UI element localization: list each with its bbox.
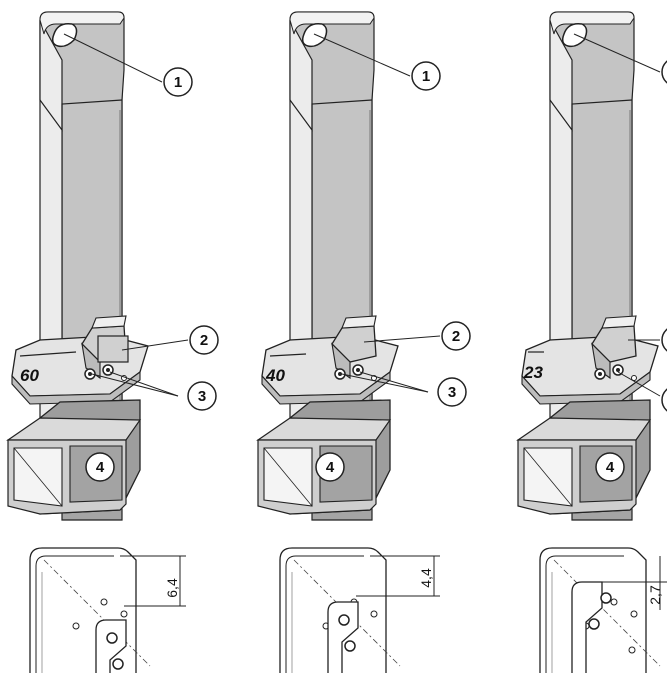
detail-dimension-2-7: 2,7: [647, 585, 663, 605]
width-dimension-line: [19, 351, 77, 357]
callout-socket: 4: [315, 452, 345, 482]
svg-text:1: 1: [174, 74, 182, 91]
svg-text:4: 4: [96, 459, 105, 476]
svg-text:2: 2: [200, 332, 208, 349]
svg-text:4: 4: [606, 459, 615, 476]
variant-60-detail: 6,4: [29, 547, 186, 673]
callout-handle: 1: [163, 67, 193, 97]
width-label-23: 23: [523, 363, 543, 382]
svg-text:2: 2: [452, 328, 460, 345]
callout-plate: [661, 328, 667, 352]
svg-text:4: 4: [326, 459, 335, 476]
variant-40-assembly: 40 1 2 3 4: [257, 11, 471, 521]
width-label-40: 40: [265, 366, 285, 385]
variant-60-assembly: 60 1 2 3 4: [7, 11, 219, 521]
callout-socket: 4: [85, 452, 115, 482]
callout-plate: 2: [441, 321, 471, 351]
callout-socket: 4: [595, 452, 625, 482]
callout-handle: 1: [411, 61, 441, 91]
variant-23-assembly: 23 4: [517, 11, 667, 521]
detail-dimension-6-4: 6,4: [164, 578, 180, 598]
svg-text:1: 1: [422, 68, 430, 85]
callout-screws: 3: [187, 381, 217, 411]
svg-text:3: 3: [448, 384, 456, 401]
width-label-60: 60: [20, 366, 39, 385]
width-dimension-line: [269, 353, 307, 357]
callout-screws: [661, 388, 667, 412]
variant-23-detail: 2,7: [539, 547, 667, 673]
svg-text:3: 3: [198, 388, 206, 405]
callout-plate: 2: [189, 325, 219, 355]
callout-screws: 3: [437, 377, 467, 407]
variant-40-detail: 4,4: [279, 547, 440, 673]
callout-handle: [661, 60, 667, 84]
detail-dimension-4-4: 4,4: [418, 568, 434, 588]
